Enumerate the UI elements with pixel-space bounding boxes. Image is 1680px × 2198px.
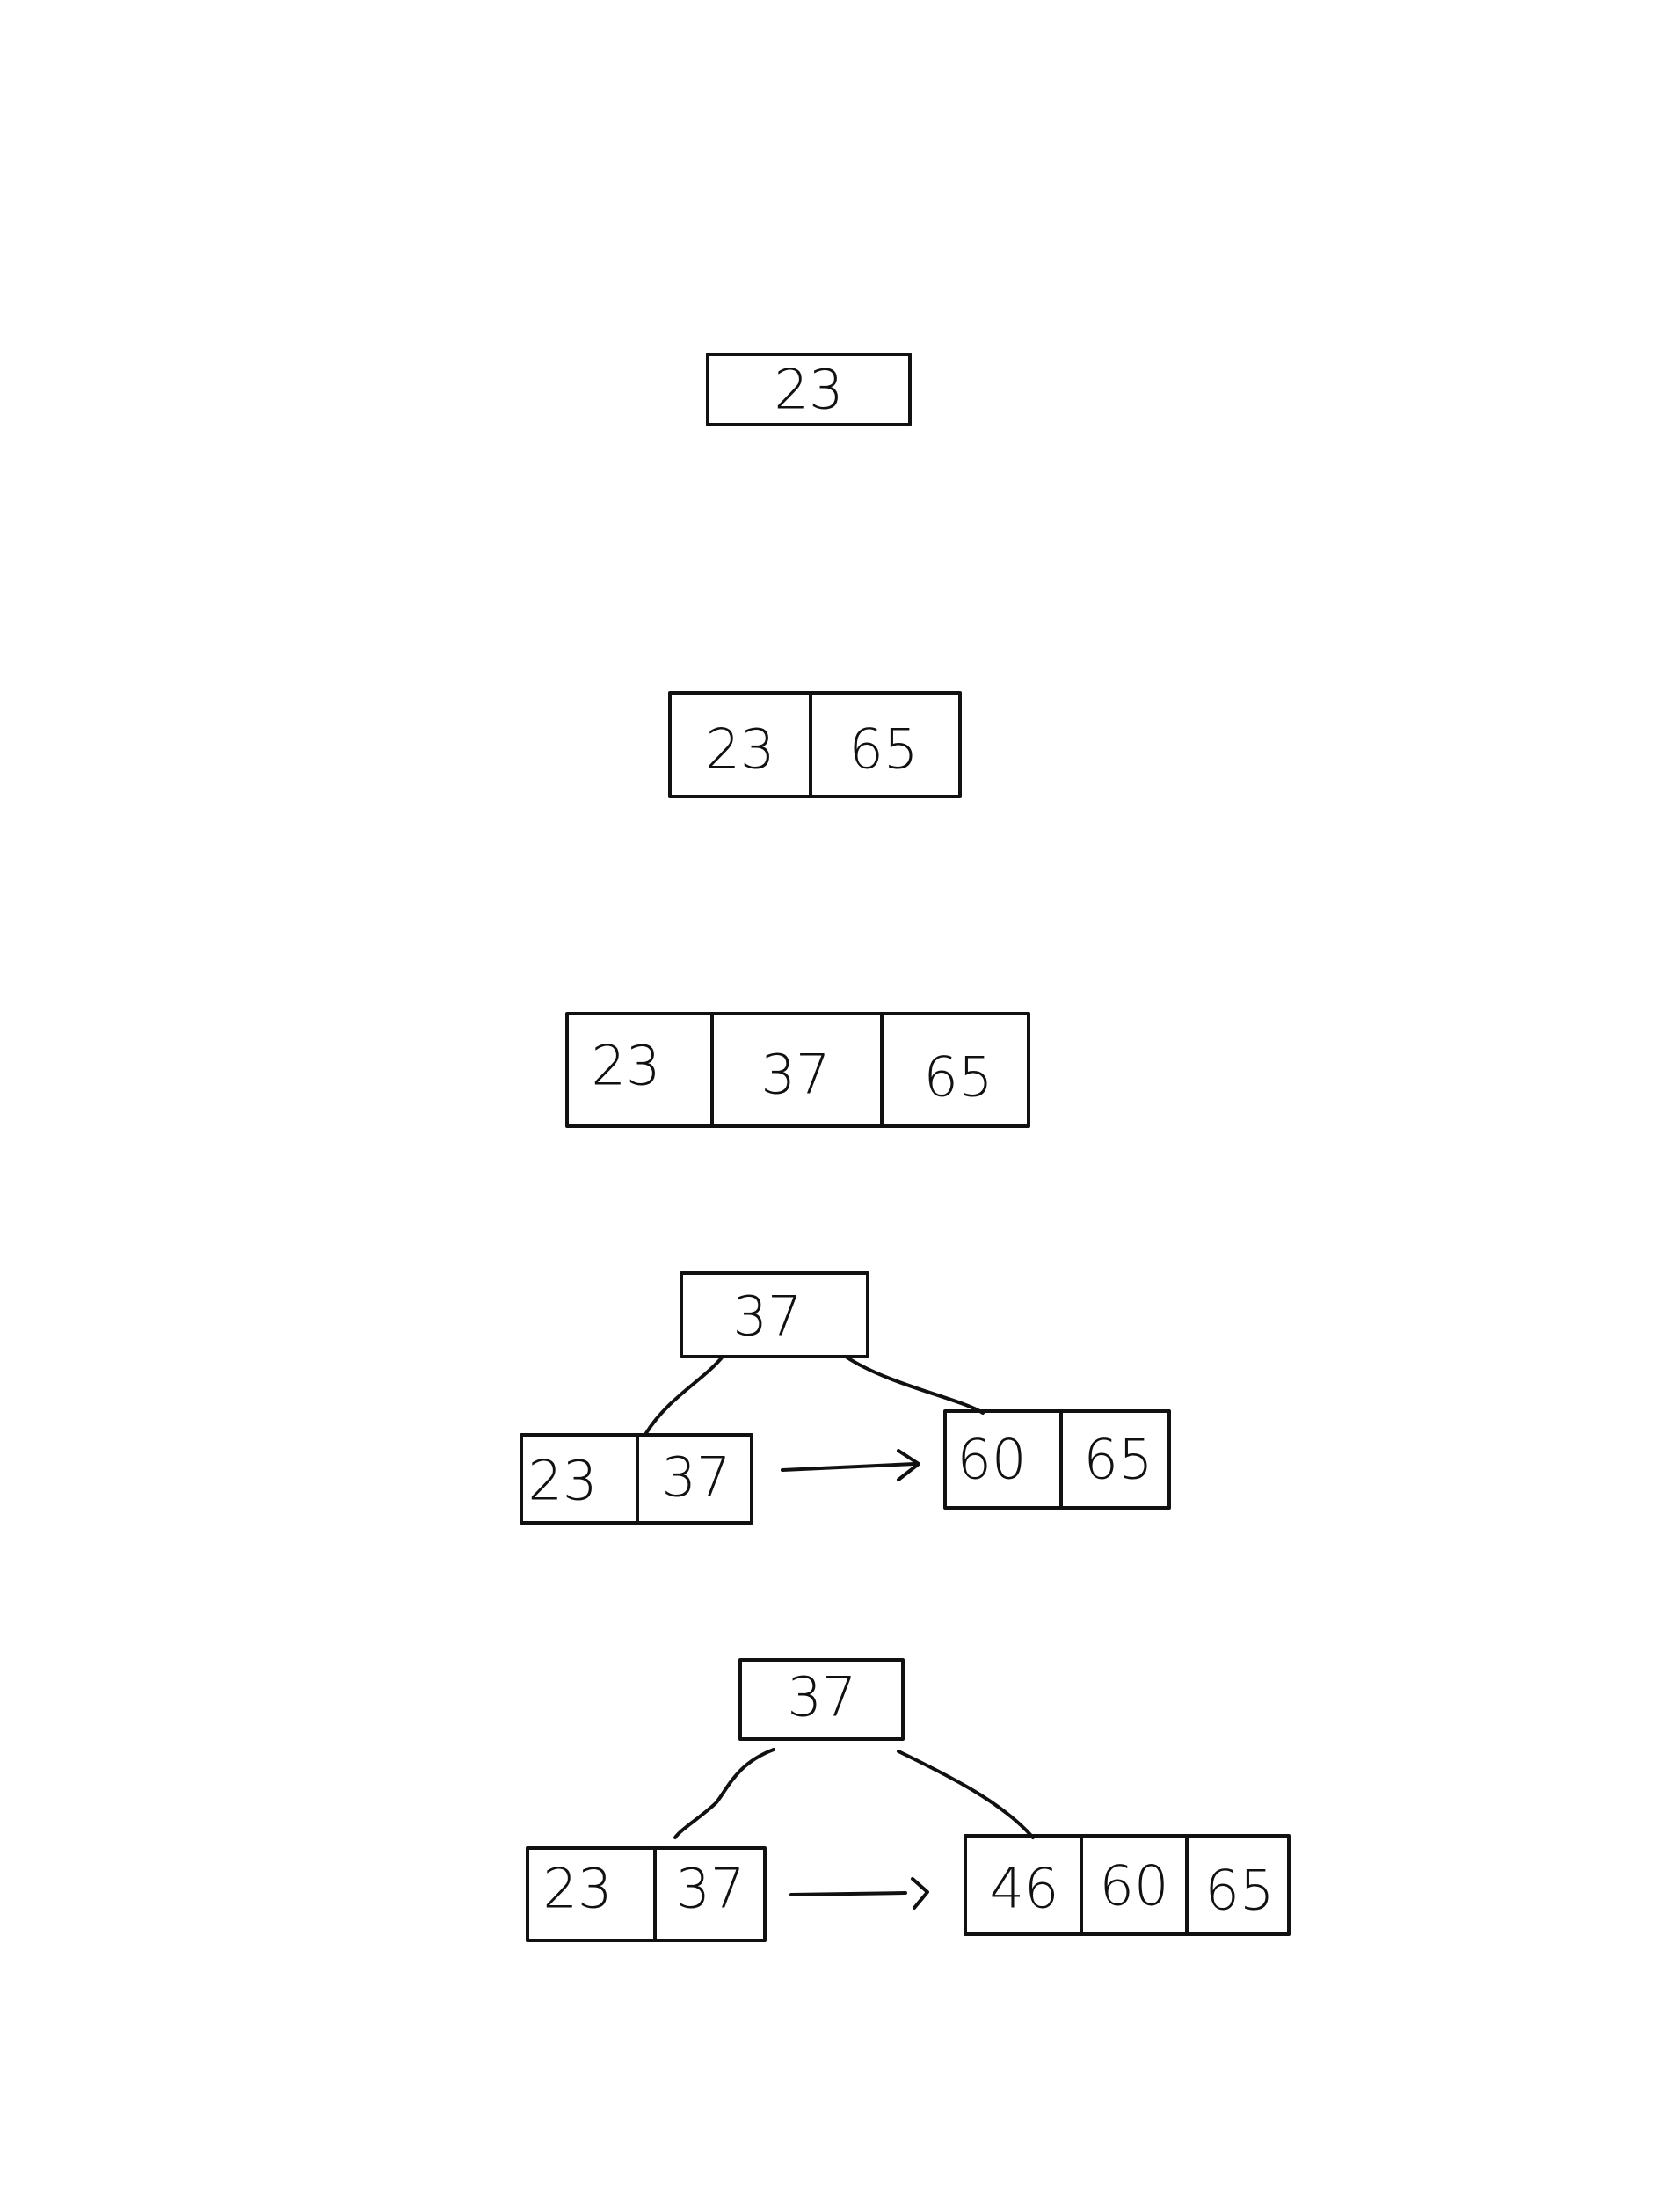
leaf-key: 60 (957, 1428, 1027, 1492)
node-key: 23 (592, 1034, 661, 1098)
leaf-key: 37 (676, 1857, 745, 1921)
node-key: 65 (849, 717, 919, 782)
leaf-key: 60 (1100, 1854, 1169, 1918)
stage-2: 23 65 (668, 691, 962, 798)
node-key: 23 (706, 717, 775, 782)
root-key: 37 (788, 1665, 857, 1729)
leaf-link-arrow (781, 1449, 920, 1481)
node-box (565, 1012, 1030, 1128)
tree-edge-right (844, 1355, 985, 1415)
leaf-key: 23 (543, 1857, 613, 1921)
leaf-key: 37 (662, 1445, 731, 1510)
root-node-box (738, 1658, 905, 1741)
leaf-key: 46 (990, 1857, 1059, 1921)
leaf-node-box (964, 1834, 1291, 1936)
node-box (668, 691, 962, 798)
leaf-key: 65 (1205, 1859, 1275, 1923)
tree-edge-left (644, 1355, 724, 1435)
node-key: 23 (775, 358, 844, 422)
node-box (706, 353, 912, 426)
stage-1: 23 (706, 353, 912, 426)
root-node-box (680, 1271, 869, 1358)
leaf-node-box (526, 1846, 767, 1942)
leaf-key: 65 (1084, 1428, 1153, 1492)
leaf-link-arrow (789, 1877, 929, 1910)
tree-edge-left (673, 1748, 775, 1839)
stage-3: 23 37 65 (565, 1012, 1030, 1128)
node-key: 37 (761, 1043, 831, 1107)
leaf-node-box (943, 1409, 1171, 1510)
tree-edge-right (897, 1750, 1035, 1839)
root-key: 37 (733, 1285, 803, 1349)
stage-5: 37 23 37 46 60 65 (526, 1658, 1291, 1942)
leaf-key: 23 (528, 1449, 598, 1513)
node-key: 65 (924, 1045, 993, 1110)
stage-4: 37 23 37 60 65 (520, 1271, 1171, 1525)
